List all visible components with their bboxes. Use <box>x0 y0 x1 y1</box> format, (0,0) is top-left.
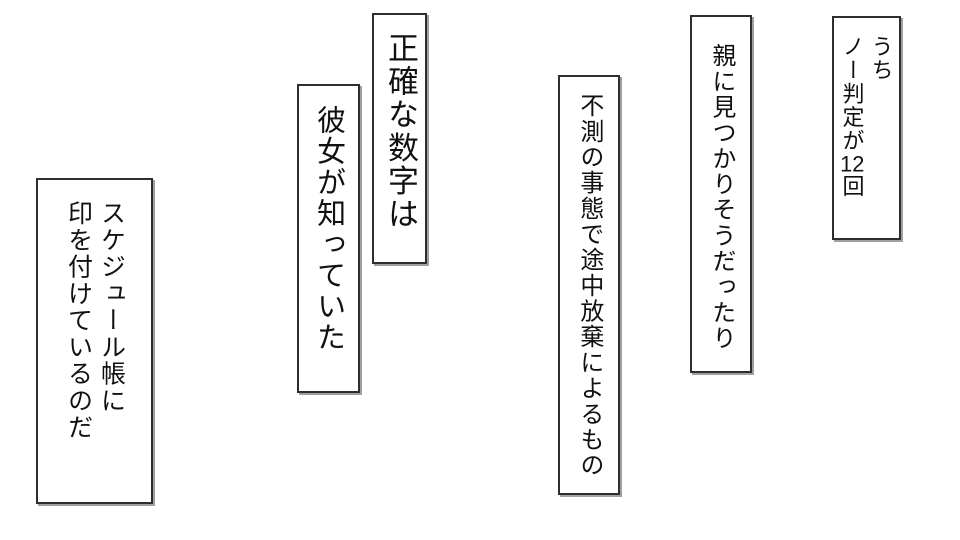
text-box-kanojo: 彼女が知っていた <box>297 84 360 393</box>
vertical-text: 不測の事態で途中放棄によるもの <box>573 93 605 478</box>
tatechuyoko-number: 12 <box>840 152 865 175</box>
text-line-1: 不測の事態で途中放棄によるもの <box>575 93 603 479</box>
text-line-1: 正確な数字は <box>382 32 418 232</box>
text-segment-pre: ノー判定が <box>839 35 865 153</box>
text-line-1: うち <box>868 35 894 83</box>
vertical-text: スケジュール帳に 印を付けているのだ <box>62 200 128 441</box>
text-box-fusoku: 不測の事態で途中放棄によるもの <box>558 75 620 495</box>
vertical-text: 親に見つかりそうだったり <box>705 43 737 351</box>
text-box-schedule: スケジュール帳に 印を付けているのだ <box>36 178 153 504</box>
text-box-uchi-no-hantei: うち ノー判定が12回 <box>832 16 901 240</box>
vertical-text: 彼女が知っていた <box>309 105 347 353</box>
vertical-text: 正確な数字は <box>379 32 420 231</box>
text-line-2: 印を付けているのだ <box>64 200 93 441</box>
text-segment-post: 回 <box>839 174 865 199</box>
text-line-2: ノー判定が12回 <box>837 35 866 198</box>
text-box-oya: 親に見つかりそうだったり <box>690 15 752 373</box>
text-box-seikaku: 正確な数字は <box>372 13 427 264</box>
text-line-1: スケジュール帳に <box>97 200 126 414</box>
vertical-text: うち ノー判定が12回 <box>837 35 895 198</box>
text-line-1: 彼女が知っていた <box>312 105 345 354</box>
text-line-1: 親に見つかりそうだったり <box>707 43 735 352</box>
